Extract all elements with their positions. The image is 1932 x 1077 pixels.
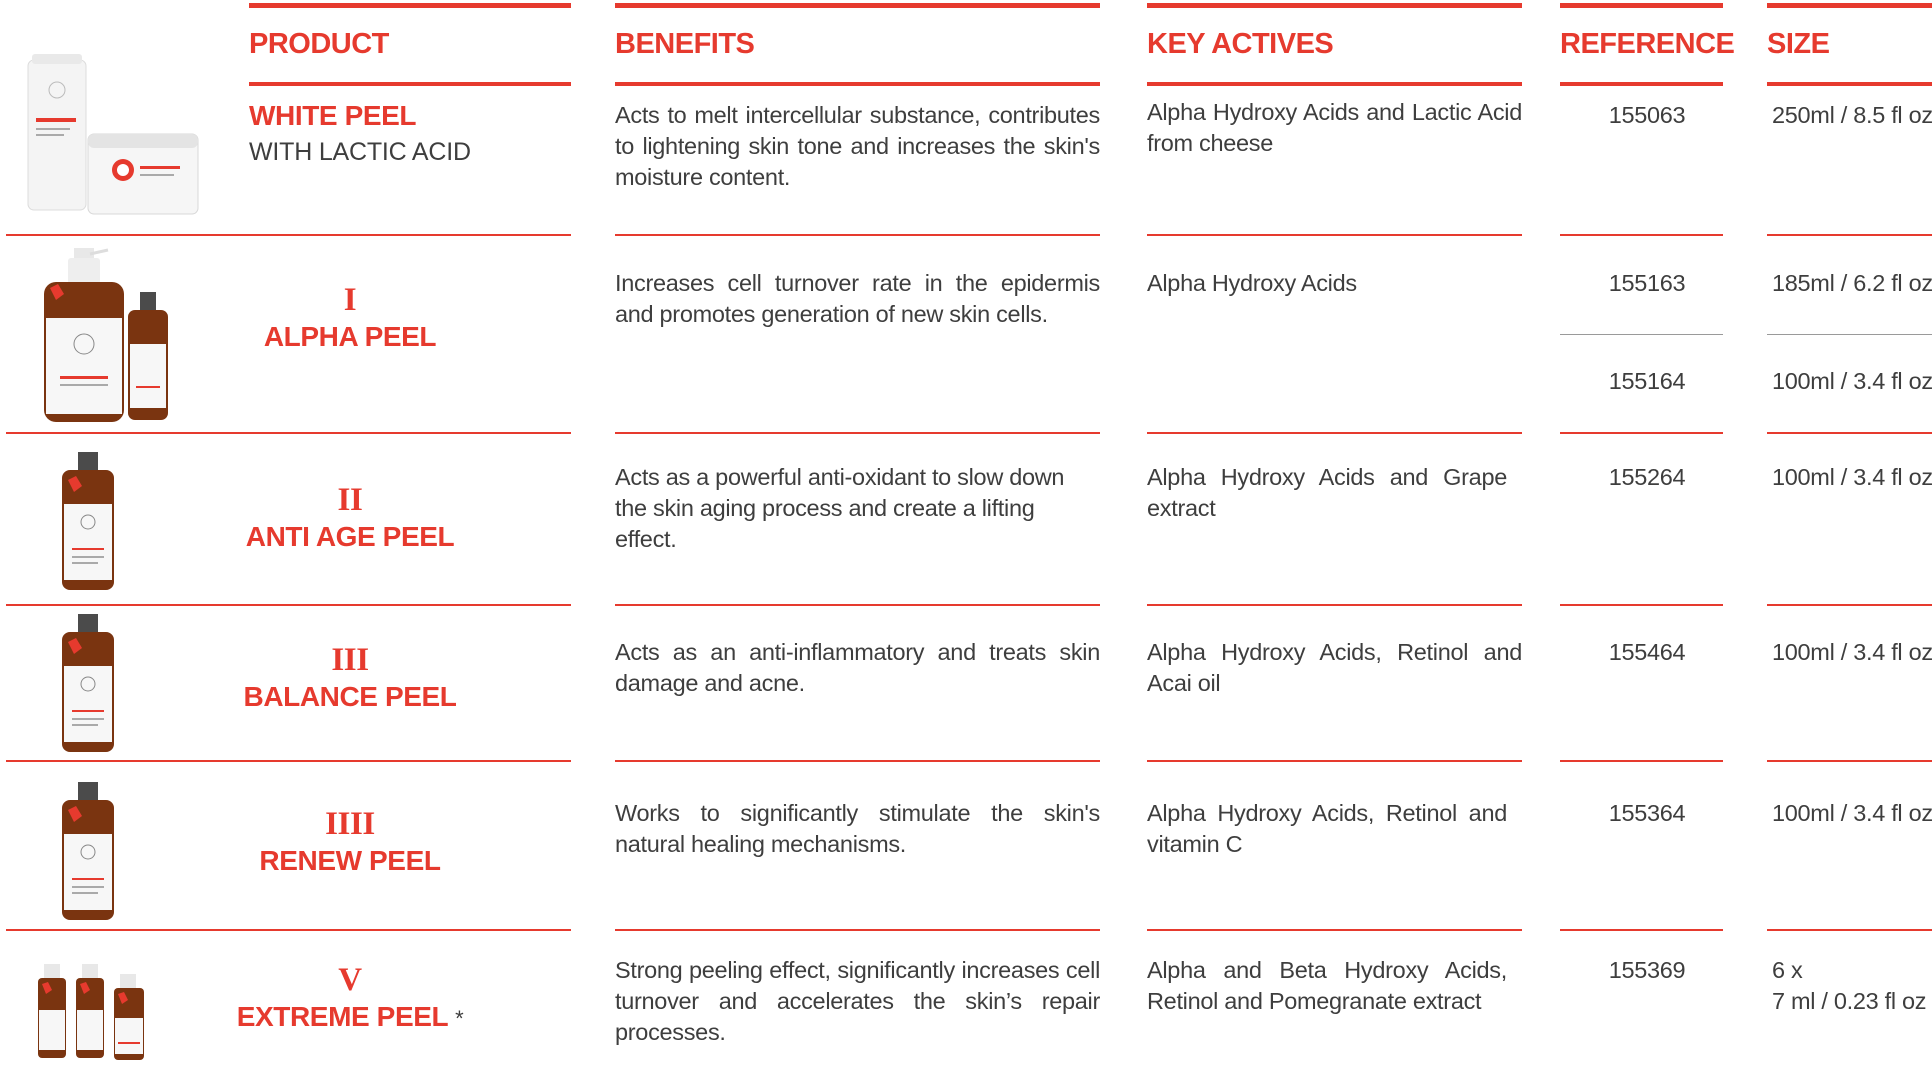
product-roman-numeral: I: [343, 282, 357, 318]
anti-age-peel-bottle-icon: [62, 452, 114, 590]
product-name: RENEW PEEL: [259, 845, 441, 876]
benefits-text: Increases cell turnover rate in the epid…: [615, 270, 1100, 327]
row-divider: [1560, 929, 1723, 931]
key-actives-text: Alpha Hydroxy Acids, Retinol and vitamin…: [1147, 800, 1507, 857]
size-value: 100ml / 3.4 fl oz: [1772, 464, 1932, 490]
product-title: II ANTI AGE PEEL: [160, 482, 540, 556]
extreme-peel-vials-icon: [38, 964, 144, 1060]
benefits-text: Works to significantly stimulate the ski…: [615, 800, 1100, 857]
product-roman-numeral: III: [331, 642, 369, 678]
benefits-text: Acts to melt intercellular substance, co…: [615, 102, 1100, 190]
benefits-text: Acts as a powerful anti-oxidant to slow …: [615, 464, 1065, 552]
row-divider: [1147, 432, 1522, 434]
header-reference: REFERENCE: [1560, 28, 1735, 60]
product-title: IIII RENEW PEEL: [160, 806, 540, 880]
row-divider: [1767, 929, 1932, 931]
header-rule-bottom: [1767, 82, 1932, 86]
size-value: 185ml / 6.2 fl oz: [1772, 270, 1932, 296]
row-divider: [1147, 234, 1522, 236]
row-divider: [615, 604, 1100, 606]
row-divider: [615, 760, 1100, 762]
benefits-text: Acts as an anti-inflammatory and treats …: [615, 639, 1100, 696]
product-title: III BALANCE PEEL: [160, 642, 540, 716]
row-divider: [1767, 604, 1932, 606]
sub-row-divider: [1560, 334, 1723, 335]
row-divider: [6, 760, 571, 762]
row-divider: [615, 234, 1100, 236]
reference-number: 155264: [1608, 464, 1686, 490]
header-rule-top: [1767, 3, 1932, 8]
reference-number: 155369: [1608, 957, 1686, 983]
footnote-marker: *: [455, 1006, 464, 1031]
header-rule-bottom: [615, 82, 1100, 86]
header-rule-bottom: [249, 82, 571, 86]
size-value: 6 x: [1772, 957, 1803, 983]
product-name: ALPHA PEEL: [263, 321, 437, 352]
key-actives-text: Alpha Hydroxy Acids and Grape extract: [1147, 464, 1507, 521]
header-size: SIZE: [1767, 28, 1830, 60]
row-divider: [6, 234, 571, 236]
header-product: PRODUCT: [249, 28, 389, 60]
row-divider: [1767, 432, 1932, 434]
reference-number: 155364: [1608, 800, 1686, 826]
renew-peel-bottle-icon: [62, 782, 114, 920]
product-name-line: EXTREME PEEL *: [160, 998, 540, 1038]
product-name: ANTI AGE PEEL: [245, 521, 455, 552]
size-value: 250ml / 8.5 fl oz: [1772, 102, 1932, 128]
row-divider: [1767, 760, 1932, 762]
key-actives-text: Alpha Hydroxy Acids, Retinol and Acai oi…: [1147, 639, 1522, 696]
balance-peel-bottle-icon: [62, 614, 114, 752]
reference-number: 155164: [1608, 368, 1686, 394]
product-title: I ALPHA PEEL: [160, 282, 540, 356]
header-benefits: BENEFITS: [615, 28, 755, 60]
product-name: BALANCE PEEL: [243, 681, 457, 712]
product-name: WHITE PEEL: [249, 100, 417, 131]
row-divider: [1560, 234, 1723, 236]
header-rule-bottom: [1560, 82, 1723, 86]
key-actives-text: Alpha Hydroxy Acids and Lactic Acid from…: [1147, 99, 1522, 156]
row-divider: [6, 432, 571, 434]
product-subtitle: WITH LACTIC ACID: [249, 138, 471, 166]
white-peel-tube-and-jar-icon: [27, 54, 199, 215]
header-rule-top: [1147, 3, 1522, 8]
row-divider: [1147, 929, 1522, 931]
size-value: 100ml / 3.4 fl oz: [1772, 800, 1932, 826]
benefits-text: Strong peeling effect, significantly inc…: [615, 957, 1100, 1045]
row-divider: [1560, 432, 1723, 434]
reference-number: 155063: [1608, 102, 1686, 128]
key-actives-text: Alpha and Beta Hydroxy Acids, Retinol an…: [1147, 957, 1507, 1014]
product-title: V EXTREME PEEL *: [160, 962, 540, 1038]
row-divider: [1767, 234, 1932, 236]
product-roman-numeral: II: [337, 482, 363, 518]
product-roman-numeral: V: [338, 962, 362, 998]
row-divider: [1560, 760, 1723, 762]
reference-number: 155163: [1608, 270, 1686, 296]
size-value: 100ml / 3.4 fl oz: [1772, 639, 1932, 665]
key-actives-text: Alpha Hydroxy Acids: [1147, 270, 1357, 296]
sub-row-divider: [1767, 334, 1932, 335]
row-divider: [6, 604, 571, 606]
alpha-peel-bottles-icon: [44, 248, 168, 422]
header-rule-top: [615, 3, 1100, 8]
row-divider: [1147, 760, 1522, 762]
header-rule-top: [1560, 3, 1723, 8]
size-value: 100ml / 3.4 fl oz: [1772, 368, 1932, 394]
size-value: 7 ml / 0.23 fl oz: [1772, 988, 1927, 1014]
row-divider: [615, 929, 1100, 931]
row-divider: [1147, 604, 1522, 606]
row-divider: [615, 432, 1100, 434]
header-rule-bottom: [1147, 82, 1522, 86]
header-key-actives: KEY ACTIVES: [1147, 28, 1334, 60]
row-divider: [6, 929, 571, 931]
reference-number: 155464: [1608, 639, 1686, 665]
product-name: EXTREME PEEL: [236, 1001, 448, 1032]
row-divider: [1560, 604, 1723, 606]
header-rule-top: [249, 3, 571, 8]
product-roman-numeral: IIII: [325, 806, 375, 842]
